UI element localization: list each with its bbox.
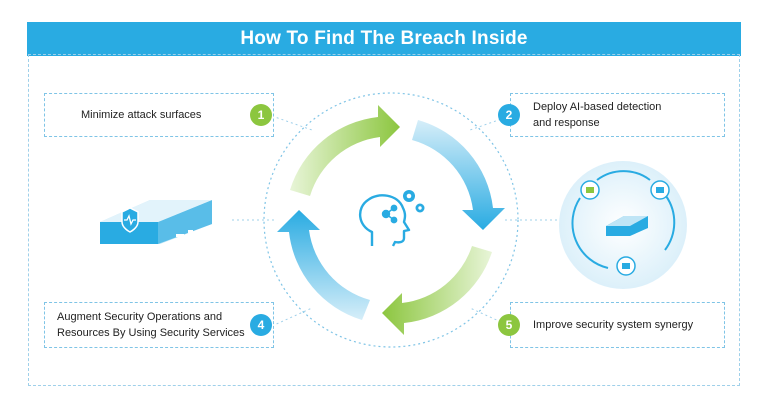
cycle-arrows (277, 105, 505, 335)
gear-icon (403, 190, 425, 213)
ai-brain-icon (359, 194, 411, 247)
step-5-label: Improve security system synergy (533, 319, 694, 331)
step-4-label-line1: Augment Security Operations and (57, 311, 223, 323)
step-5-badge: 5 (498, 314, 520, 336)
outer-ring (263, 92, 519, 348)
step-2-box: Deploy AI-based detection and response (510, 93, 725, 137)
step-4-badge: 4 (250, 314, 272, 336)
connector-lines (232, 115, 560, 327)
step-4-label-line2: Resources By Using Security Services (57, 327, 245, 339)
step-1-badge: 1 (250, 104, 272, 126)
arrow-right-blue (412, 120, 505, 230)
step-2-label-line2: and response (533, 117, 600, 129)
diagram-frame (28, 54, 740, 386)
step-5-box: Improve security system synergy (510, 302, 725, 348)
appliance-icon (100, 200, 212, 244)
step-1-label: Minimize attack surfaces (81, 109, 202, 121)
step-4-box: Augment Security Operations and Resource… (44, 302, 274, 348)
page-title: How To Find The Breach Inside (27, 22, 741, 56)
step-1-box: Minimize attack surfaces (44, 93, 274, 137)
arrow-top-green (290, 105, 400, 196)
arrow-left-blue (277, 210, 370, 320)
step-2-badge: 2 (498, 104, 520, 126)
step-2-label-line1: Deploy AI-based detection (533, 101, 662, 113)
arrow-bottom-green (382, 246, 492, 335)
network-icon (559, 161, 687, 289)
